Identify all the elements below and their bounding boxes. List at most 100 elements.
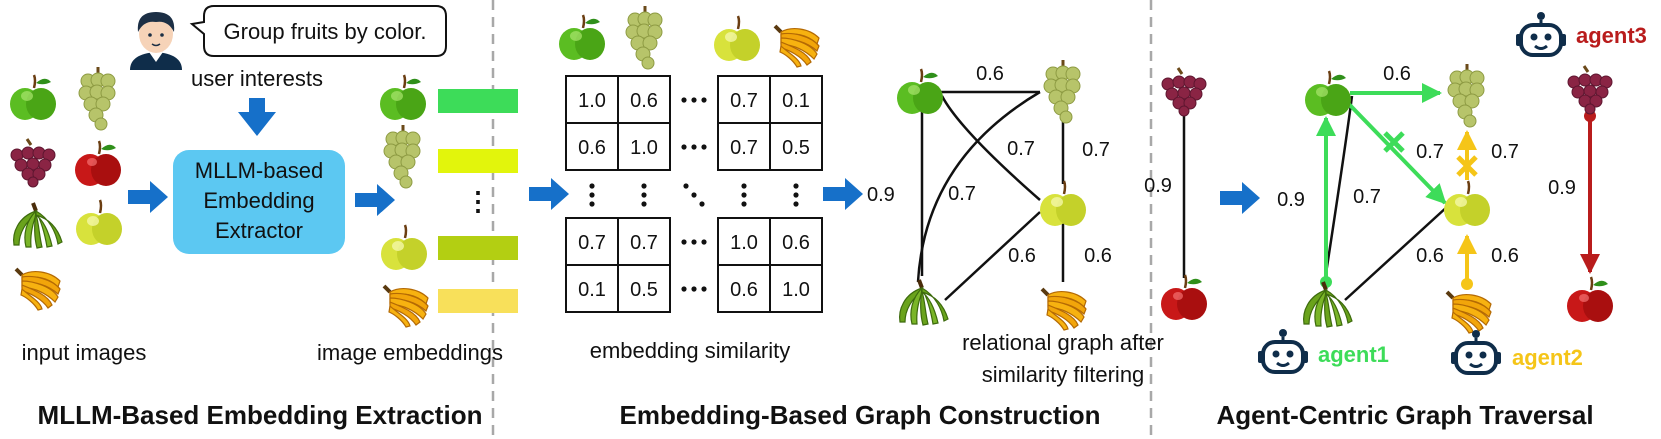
down-arrow <box>238 98 276 136</box>
robot-agent-icon <box>1256 327 1310 374</box>
matrix-cell: 0.1 <box>782 90 810 112</box>
matrix-cell: 1.0 <box>730 232 758 254</box>
edge-weight: 0.7 <box>1353 186 1381 208</box>
speech-text: Group fruits by color. <box>224 19 427 44</box>
extractor-line-1: MLLM-based <box>195 158 323 183</box>
green-grape-icon <box>624 4 664 71</box>
robot-agent-icon <box>1514 10 1568 57</box>
green-banana-icon <box>11 201 64 250</box>
green-grape-icon <box>382 123 422 190</box>
edge-weight: 0.9 <box>1277 189 1305 211</box>
robot-agent-icon <box>1449 328 1503 375</box>
edge-weight: 0.6 <box>1383 63 1411 85</box>
green-apple-icon <box>378 73 428 122</box>
image-embeddings-caption: image embeddings <box>317 340 503 365</box>
panel-graph-traversal: 0.9 0.6 0.7 0.7 <box>1216 10 1647 430</box>
graph-caption-line-2: similarity filtering <box>982 362 1145 387</box>
yellow-apple-icon <box>712 14 762 63</box>
blocked-cross-icon <box>1383 131 1405 153</box>
embedding-bar <box>438 149 518 173</box>
arrow-to-embeddings <box>355 184 395 216</box>
green-banana-icon <box>1301 280 1354 329</box>
panel-graph-construction: 1.0 0.6 0.6 1.0 0.7 0.1 0.7 0.5 0.7 0.7 … <box>529 4 1209 430</box>
green-grape-icon <box>77 65 117 132</box>
green-banana-icon <box>897 278 950 327</box>
arrow-to-extractor <box>128 181 168 213</box>
orange-banana-icon <box>1445 290 1493 335</box>
vertical-ellipsis: ⋮ <box>465 186 491 216</box>
extractor-line-3: Extractor <box>215 218 303 243</box>
edge-weight: 0.6 <box>1008 245 1036 267</box>
matrix-cell: 0.7 <box>730 90 758 112</box>
blocked-cross-icon <box>1456 155 1478 177</box>
matrix-cell: 1.0 <box>630 137 658 159</box>
input-images-caption: input images <box>22 340 147 365</box>
panel-title: MLLM-Based Embedding Extraction <box>38 400 483 430</box>
user-interests-label: user interests <box>191 66 323 91</box>
extractor-box <box>173 150 345 254</box>
matrix-cell: 1.0 <box>782 279 810 301</box>
panel-title: Embedding-Based Graph Construction <box>619 400 1100 430</box>
agent2-start-dot <box>1461 278 1473 290</box>
matrix-cell: 0.5 <box>630 279 658 301</box>
matrix-cell: 0.7 <box>578 232 606 254</box>
matrix-cell: 0.6 <box>782 232 810 254</box>
embedding-bar <box>438 89 518 113</box>
speech-bubble: Group fruits by color. <box>189 5 447 57</box>
yellow-apple-icon <box>74 198 124 247</box>
agent1-label: agent1 <box>1318 342 1389 367</box>
agent3-label: agent3 <box>1576 23 1647 48</box>
edge-weight: 0.7 <box>1082 139 1110 161</box>
edge-weight: 0.7 <box>1416 141 1444 163</box>
panel-title: Agent-Centric Graph Traversal <box>1216 400 1593 430</box>
orange-banana-icon <box>14 267 62 312</box>
edge-weight: 0.9 <box>1548 177 1576 199</box>
orange-banana-icon <box>773 24 821 69</box>
green-apple-icon <box>8 73 58 122</box>
red-grape-icon <box>1160 66 1208 118</box>
green-apple-icon <box>895 67 945 116</box>
edge-weight: 0.7 <box>1007 138 1035 160</box>
edge-weight: 0.6 <box>976 63 1004 85</box>
matrix-cell: 0.5 <box>782 137 810 159</box>
red-grape-icon <box>1566 64 1614 116</box>
red-apple-icon <box>1565 275 1615 324</box>
green-grape-icon <box>1446 62 1486 129</box>
matrix-cell: 0.6 <box>730 279 758 301</box>
matrix-cell: 0.7 <box>730 137 758 159</box>
yellow-apple-icon <box>379 223 429 272</box>
matrix-cell: 1.0 <box>578 90 606 112</box>
edge-weight: 0.6 <box>1084 245 1112 267</box>
edge-weight: 0.9 <box>1144 175 1172 197</box>
red-apple-icon <box>1159 273 1209 322</box>
red-apple-icon <box>73 139 123 188</box>
yellow-apple-icon <box>1442 179 1492 228</box>
red-grape-icon <box>9 137 57 189</box>
green-apple-icon <box>557 13 607 62</box>
green-apple-icon <box>1303 69 1353 118</box>
edge-weight: 0.6 <box>1416 245 1444 267</box>
green-grape-icon <box>1042 58 1082 125</box>
embedding-bar <box>438 236 518 260</box>
matrix-cell: 0.7 <box>630 232 658 254</box>
arrow-to-graph <box>823 178 863 210</box>
matrix-cell: 0.6 <box>630 90 658 112</box>
edge-weight: 0.7 <box>948 183 976 205</box>
yellow-apple-icon <box>1038 179 1088 228</box>
panel-embedding-extraction: Group fruits by color. user interests ML… <box>8 5 518 430</box>
arrow-to-traversal <box>1220 182 1260 214</box>
user-avatar <box>130 12 182 70</box>
matrix-cell: 0.1 <box>578 279 606 301</box>
edge-weight: 0.7 <box>1491 141 1519 163</box>
agent2-label: agent2 <box>1512 345 1583 370</box>
filter-threshold: 0.9 <box>867 184 895 206</box>
matrix-ellipsis <box>589 97 799 292</box>
extractor-line-2: Embedding <box>203 188 314 213</box>
orange-banana-icon <box>382 284 430 329</box>
embedding-bar <box>438 289 518 313</box>
arrow-to-matrix <box>529 178 569 210</box>
orange-banana-icon <box>1040 287 1088 332</box>
graph-caption-line-1: relational graph after <box>962 330 1164 355</box>
similarity-caption: embedding similarity <box>590 338 791 363</box>
